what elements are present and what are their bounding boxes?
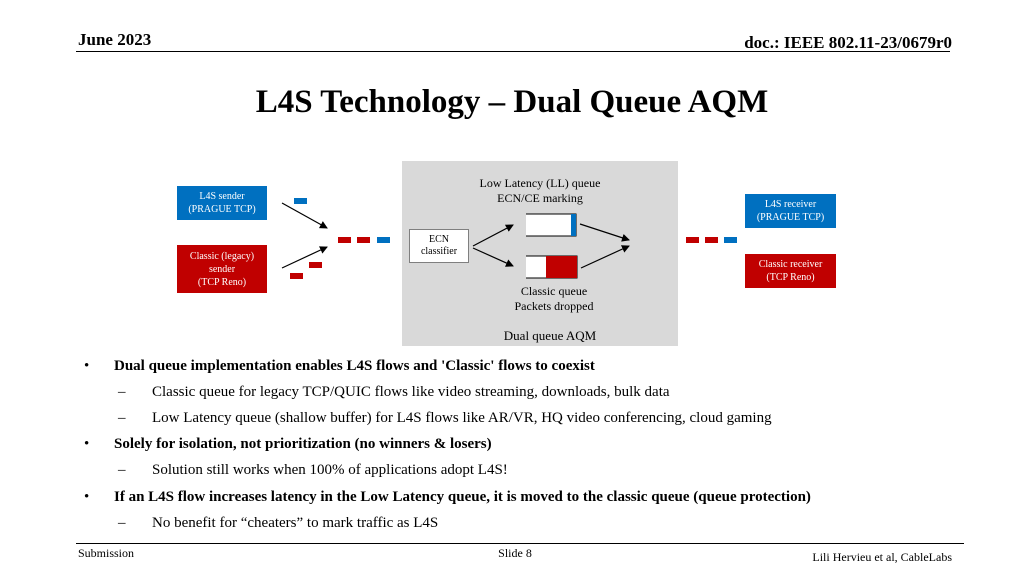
packet-stream-in-3	[377, 237, 390, 243]
footer-slide-number: Slide 8	[498, 546, 532, 560]
ll-queue-label: Low Latency (LL) queue ECN/CE marking	[479, 176, 601, 205]
footer-authors: Lili Hervieu et al, CableLabs	[812, 550, 952, 564]
packet-classic-1	[309, 262, 322, 268]
header-divider	[76, 51, 950, 52]
packet-stream-out-1	[686, 237, 699, 243]
header-date: June 2023	[78, 30, 152, 49]
classic-receiver-box: Classic receiver (TCP Reno)	[745, 254, 836, 288]
arrow-classic-sender	[281, 246, 328, 269]
classic-sender-box: Classic (legacy) sender (TCP Reno)	[177, 245, 267, 293]
footer-submission: Submission	[78, 546, 135, 560]
packet-stream-in-2	[357, 237, 370, 243]
packet-stream-out-2	[705, 237, 718, 243]
ecn-classifier: ECN classifier	[409, 229, 469, 263]
packet-l4s-1	[294, 198, 307, 204]
l4s-sender-box: L4S sender (PRAGUE TCP)	[177, 186, 267, 220]
header-doc-id: doc.: IEEE 802.11-23/0679r0	[744, 33, 952, 52]
footer-divider	[76, 543, 964, 544]
packet-stream-out-3	[724, 237, 737, 243]
arrow-l4s-sender	[281, 202, 328, 229]
packet-classic-2	[290, 273, 303, 279]
l4s-receiver-box: L4S receiver (PRAGUE TCP)	[745, 194, 836, 228]
packet-stream-in-1	[338, 237, 351, 243]
slide-title: L4S Technology – Dual Queue AQM	[255, 84, 769, 120]
dual-queue-aqm-label: Dual queue AQM	[503, 328, 597, 343]
classic-queue-label: Classic queue Packets dropped	[514, 284, 594, 313]
